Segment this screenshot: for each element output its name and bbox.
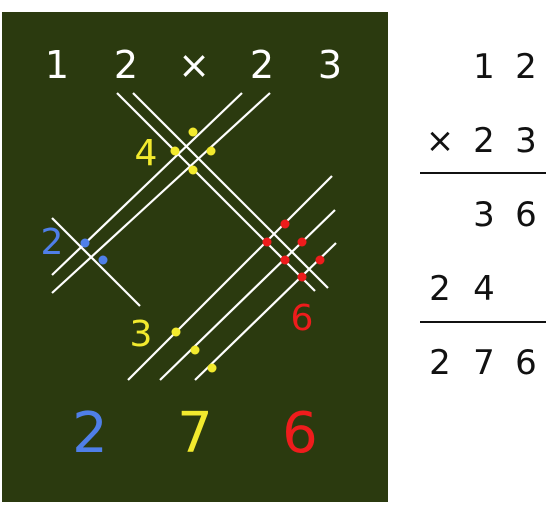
intersection-dot: [315, 255, 325, 265]
intersections-left: [80, 238, 108, 265]
count-label-bottom: 3: [130, 314, 153, 355]
multiplicand-tens: 1: [473, 47, 495, 87]
multiplier-tens: 2: [473, 121, 495, 161]
intersections-top: [170, 127, 216, 175]
count-label-right: 6: [291, 298, 314, 339]
line-multiplicand-ones-b: [132, 92, 329, 289]
intersection-dot: [98, 255, 108, 265]
intersection-dot: [280, 255, 290, 265]
partial1-tens: 3: [473, 195, 495, 235]
line-multiplier-ones-a: [127, 175, 333, 381]
vertical-calculation: 1 2 × 2 3 3 6 2 4 2 7 6: [420, 47, 546, 383]
result-tens: 7: [473, 343, 495, 383]
partial2-tens: 4: [473, 269, 495, 309]
header-digit-4: 3: [318, 43, 342, 87]
header-digit-1: 1: [45, 43, 69, 87]
line-multiplier-ones-c: [194, 242, 337, 381]
count-label-top: 4: [135, 133, 158, 174]
intersection-dot: [206, 146, 216, 156]
result-ones: 6: [515, 343, 537, 383]
intersections-bottom: [171, 327, 217, 373]
line-multiplier-ones-b: [159, 209, 336, 381]
result-digit-ones: 6: [282, 401, 318, 466]
header-digit-3: 2: [250, 43, 274, 87]
intersection-dot: [80, 238, 90, 248]
line-multiplier-tens-b: [51, 92, 271, 294]
header-digit-2: 2: [114, 43, 138, 87]
intersection-dot: [190, 345, 200, 355]
header-times-sign: ×: [178, 43, 210, 87]
intersection-dot: [280, 219, 290, 229]
intersection-dot: [207, 363, 217, 373]
intersection-dot: [297, 272, 307, 282]
line-multiplicand-tens: [51, 217, 141, 307]
result-hundreds: 2: [429, 343, 451, 383]
partial2-hundreds: 2: [429, 269, 451, 309]
result-digit-tens: 7: [177, 401, 213, 466]
intersections-right: [262, 219, 325, 282]
intersection-dot: [188, 127, 198, 137]
intersection-dot: [262, 237, 272, 247]
board-header: 1 2 × 2 3: [45, 43, 342, 87]
result-digit-hundreds: 2: [72, 401, 108, 466]
intersection-dot: [170, 146, 180, 156]
times-sign: ×: [426, 121, 455, 161]
intersection-dot: [171, 327, 181, 337]
partial1-ones: 6: [515, 195, 537, 235]
intersection-dot: [188, 165, 198, 175]
multiplicand-ones: 2: [515, 47, 537, 87]
blackboard: [2, 12, 388, 502]
line-lattice: [51, 92, 337, 381]
count-label-left: 2: [41, 222, 64, 263]
multiplier-ones: 3: [515, 121, 537, 161]
intersection-dot: [297, 237, 307, 247]
